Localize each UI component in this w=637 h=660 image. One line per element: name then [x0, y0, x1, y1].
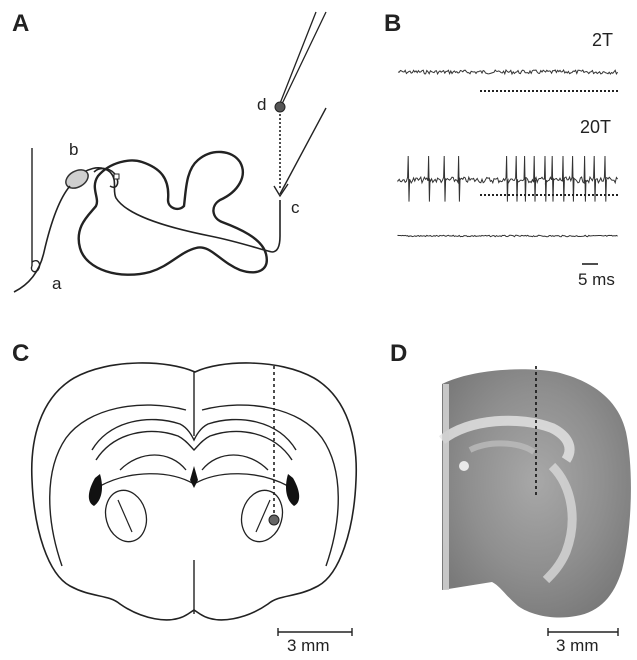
ventricle-spot	[459, 461, 469, 471]
scale-label-d: 3 mm	[556, 636, 599, 656]
